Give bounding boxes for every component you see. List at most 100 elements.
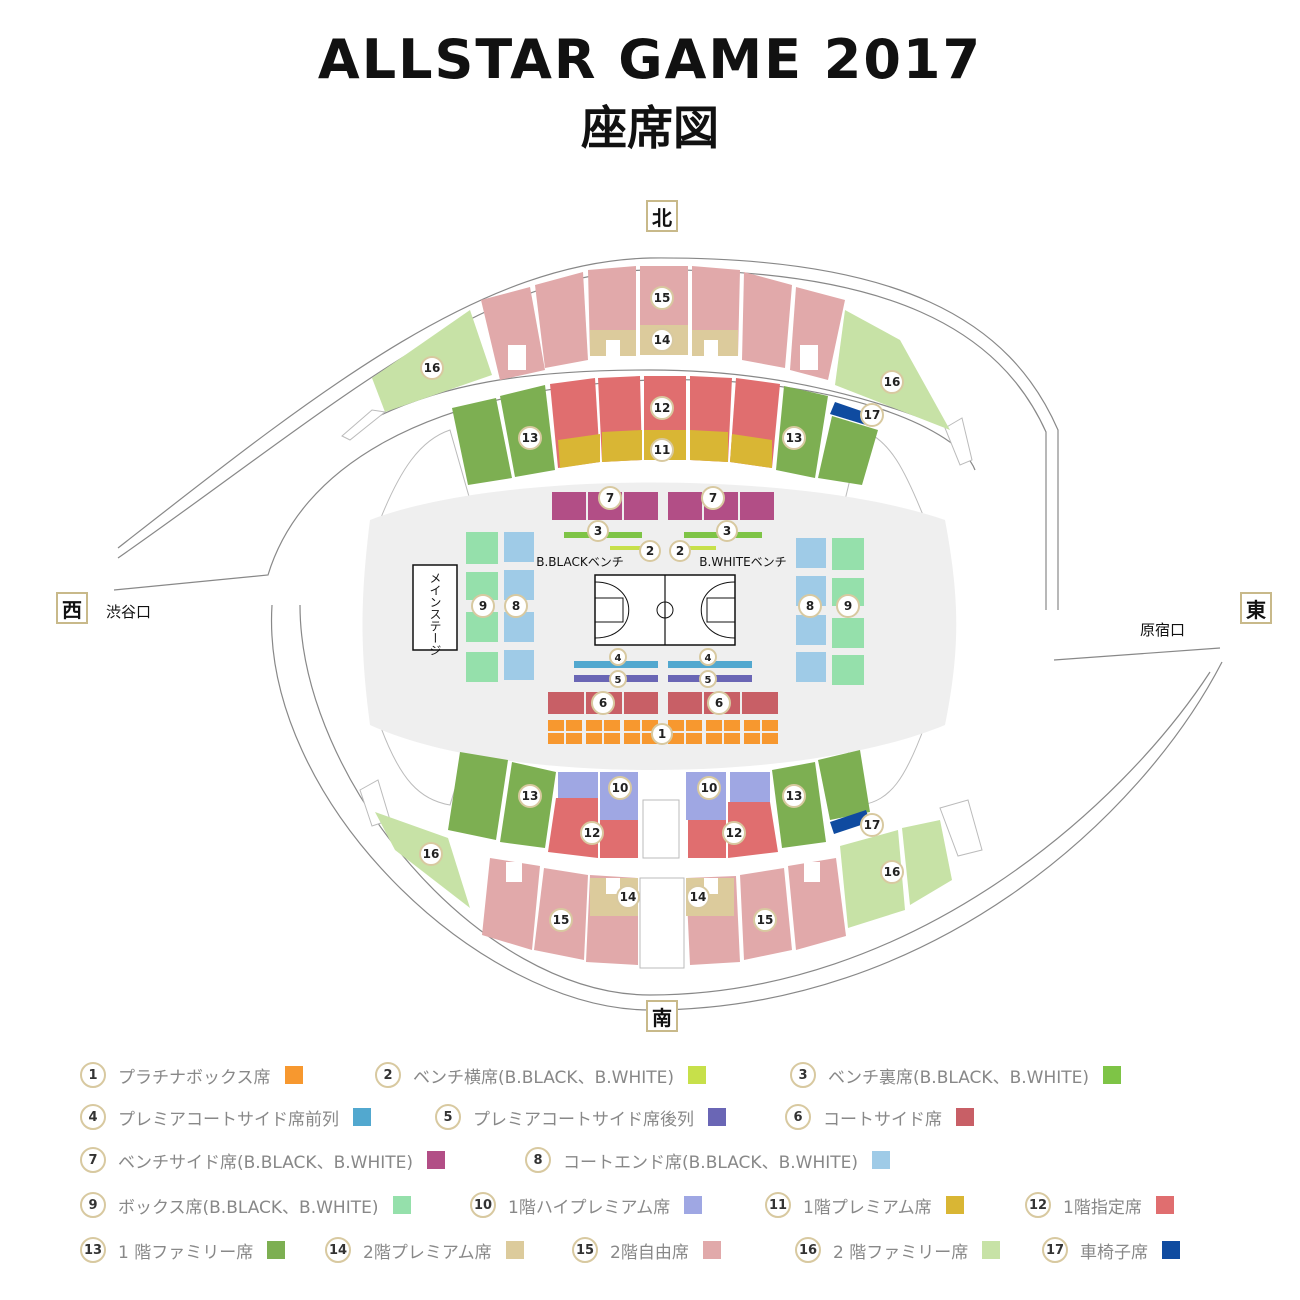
svg-text:8: 8	[512, 599, 520, 613]
legend-color-swatch	[267, 1241, 286, 1259]
legend-label: 1 階ファミリー席	[118, 1242, 254, 1263]
legend-color-swatch	[1103, 1066, 1122, 1084]
svg-text:3: 3	[594, 524, 602, 538]
direction-south: 南	[646, 1000, 678, 1032]
svg-text:12: 12	[654, 401, 671, 415]
legend-item: 5 プレミアコートサイド席後列	[435, 1102, 726, 1132]
svg-text:5: 5	[615, 675, 622, 686]
svg-text:5: 5	[705, 675, 712, 686]
legend-item: 11 1階プレミアム席	[765, 1190, 964, 1220]
legend-color-swatch	[427, 1151, 446, 1169]
legend-label: コートサイド席	[823, 1109, 942, 1130]
svg-text:10: 10	[701, 781, 718, 795]
svg-text:10: 10	[612, 781, 629, 795]
legend-label: 2階プレミアム席	[363, 1242, 492, 1263]
svg-text:2: 2	[646, 544, 654, 558]
svg-text:17: 17	[864, 408, 881, 422]
legend-item: 17 車椅子席	[1042, 1235, 1180, 1265]
legend-color-swatch	[1155, 1196, 1174, 1214]
legend-color-swatch	[392, 1196, 411, 1214]
svg-text:15: 15	[654, 291, 671, 305]
legend-label: 車椅子席	[1080, 1242, 1148, 1263]
legend-number-badge: 10	[470, 1192, 496, 1218]
direction-east: 東	[1240, 592, 1272, 624]
svg-text:12: 12	[584, 826, 601, 840]
svg-text:2: 2	[676, 544, 684, 558]
legend-color-swatch	[982, 1241, 1001, 1259]
legend-number-badge: 5	[435, 1104, 461, 1130]
svg-text:8: 8	[806, 599, 814, 613]
direction-north: 北	[646, 200, 678, 232]
svg-text:4: 4	[615, 653, 622, 664]
legend-color-swatch	[505, 1241, 524, 1259]
legend-color-swatch	[1162, 1241, 1180, 1259]
legend-number-badge: 16	[795, 1237, 821, 1263]
page-title: ALLSTAR GAME 2017	[317, 28, 983, 91]
legend-label: 1階プレミアム席	[803, 1197, 932, 1218]
legend-label: ベンチ裏席(B.BLACK、B.WHITE)	[828, 1067, 1090, 1088]
svg-text:6: 6	[715, 696, 723, 710]
legend-label: プレミアコートサイド席後列	[473, 1109, 694, 1130]
legend-number-badge: 15	[572, 1237, 598, 1263]
seat-marker: 15	[650, 286, 674, 310]
legend-number-badge: 9	[80, 1192, 106, 1218]
svg-text:7: 7	[709, 491, 717, 505]
legend-color-swatch	[708, 1108, 726, 1126]
legend-color-swatch	[702, 1241, 721, 1259]
legend-color-swatch	[945, 1196, 964, 1214]
legend-color-swatch	[284, 1066, 303, 1084]
legend-item: 1 プラチナボックス席	[80, 1060, 303, 1090]
legend-label: 1階指定席	[1063, 1197, 1142, 1218]
svg-text:13: 13	[522, 789, 539, 803]
legend-item: 6 コートサイド席	[785, 1102, 974, 1132]
legend-number-badge: 12	[1025, 1192, 1051, 1218]
legend-number-badge: 3	[790, 1062, 816, 1088]
svg-text:13: 13	[786, 789, 803, 803]
legend-item: 12 1階指定席	[1025, 1190, 1174, 1220]
page-subtitle: 座席図	[581, 101, 719, 155]
legend-number-badge: 11	[765, 1192, 791, 1218]
direction-west: 西	[56, 592, 88, 624]
svg-text:15: 15	[757, 913, 774, 927]
legend-item: 3 ベンチ裏席(B.BLACK、B.WHITE)	[790, 1060, 1122, 1090]
legend-number-badge: 4	[80, 1104, 106, 1130]
legend-color-swatch	[684, 1196, 703, 1214]
svg-text:13: 13	[786, 431, 803, 445]
svg-text:9: 9	[479, 599, 487, 613]
svg-text:12: 12	[726, 826, 743, 840]
legend-number-badge: 1	[80, 1062, 106, 1088]
svg-text:6: 6	[599, 696, 607, 710]
svg-text:3: 3	[723, 524, 731, 538]
legend-color-swatch	[688, 1066, 707, 1084]
legend-label: プレミアコートサイド席前列	[118, 1109, 339, 1130]
legend-number-badge: 6	[785, 1104, 811, 1130]
svg-text:16: 16	[423, 847, 440, 861]
gate-shibuya: 渋谷口	[106, 603, 152, 621]
legend-number-badge: 17	[1042, 1237, 1068, 1263]
svg-text:4: 4	[705, 653, 712, 664]
legend-label: ベンチ横席(B.BLACK、B.WHITE)	[413, 1067, 675, 1088]
svg-text:1: 1	[658, 727, 666, 741]
legend-label: コートエンド席(B.BLACK、B.WHITE)	[563, 1152, 859, 1173]
gate-harajuku: 原宿口	[1140, 621, 1186, 639]
legend-color-swatch	[956, 1108, 974, 1126]
stage-label: メインステージ	[428, 572, 442, 656]
seat-map: 15 14 16 16 12 17 13 13 11 7 7 3 3 2 2 9…	[113, 257, 1223, 1011]
svg-text:15: 15	[553, 913, 570, 927]
bench-label-white: B.WHITEベンチ	[699, 555, 786, 569]
legend-number-badge: 8	[525, 1147, 551, 1173]
bench-label-black: B.BLACKベンチ	[536, 555, 624, 569]
svg-text:16: 16	[884, 865, 901, 879]
svg-text:14: 14	[620, 890, 637, 904]
svg-text:13: 13	[522, 431, 539, 445]
legend-color-swatch	[872, 1151, 891, 1169]
legend-label: 2 階ファミリー席	[833, 1242, 969, 1263]
svg-text:16: 16	[424, 361, 441, 375]
legend-number-badge: 7	[80, 1147, 106, 1173]
legend-label: プラチナボックス席	[118, 1067, 271, 1088]
